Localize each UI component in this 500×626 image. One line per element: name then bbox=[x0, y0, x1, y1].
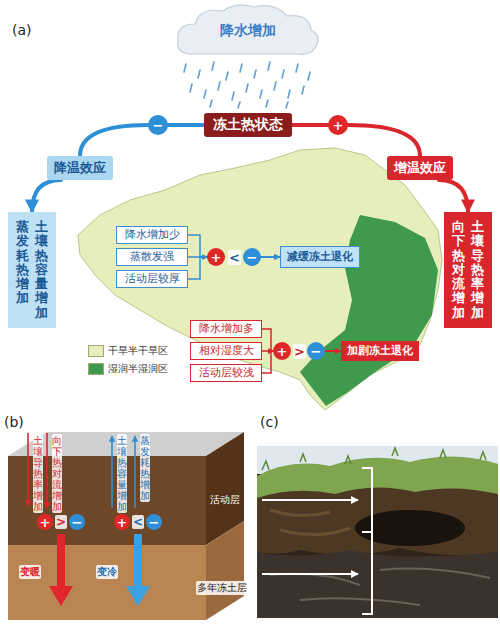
sign-circle: − bbox=[243, 248, 261, 266]
comparison-sign: < bbox=[132, 515, 144, 529]
panel-label: (a) bbox=[12, 22, 32, 38]
node-text: + bbox=[40, 516, 51, 529]
legend-text: 湿润半湿润区 bbox=[108, 362, 168, 376]
legend-row: 湿润半湿润区 bbox=[88, 362, 168, 376]
node-text: 降水增加 bbox=[220, 22, 276, 40]
connector bbox=[80, 125, 148, 156]
sign-circle: + bbox=[328, 115, 348, 135]
factor-box: 相对湿度大 bbox=[190, 342, 262, 360]
sign-circle: − bbox=[146, 514, 162, 530]
process-label: 向下热对流增加 bbox=[52, 434, 62, 513]
sign-circle: + bbox=[273, 342, 291, 360]
vertical-node-text: 土壤导热率增加 bbox=[471, 220, 484, 320]
node-text: 减缓冻土退化 bbox=[287, 250, 353, 264]
heat-arrow bbox=[27, 433, 29, 506]
node-text: 增温效应 bbox=[394, 159, 446, 177]
factor-box: 降水增加少 bbox=[116, 226, 188, 244]
cloud-shape-box: 降水增加 bbox=[173, 2, 323, 60]
node-text: 相对湿度大 bbox=[195, 344, 257, 358]
connector bbox=[325, 350, 341, 352]
layer-label: 活动层 bbox=[210, 493, 240, 507]
process-label: 土壤热容量增加 bbox=[117, 434, 127, 513]
node-text: 蒸散发强 bbox=[121, 250, 183, 264]
legend-text: 干旱半干旱区 bbox=[108, 344, 168, 358]
arid-region bbox=[78, 148, 442, 410]
panel-label: (b) bbox=[4, 414, 24, 430]
plateau-map bbox=[78, 148, 442, 410]
comparison-sign: > bbox=[293, 344, 306, 359]
factor-box: 活动层较浅 bbox=[190, 364, 262, 382]
sign-circle: − bbox=[307, 342, 325, 360]
node-text: − bbox=[153, 119, 164, 132]
factor-box: 蒸散发强 bbox=[116, 248, 188, 266]
connector bbox=[292, 123, 328, 127]
rain-drops bbox=[184, 62, 310, 108]
heat-arrow bbox=[111, 436, 113, 508]
connector bbox=[261, 256, 280, 258]
node-text: − bbox=[247, 251, 258, 264]
cloud-outline-path bbox=[178, 5, 319, 54]
node-text: + bbox=[277, 345, 288, 358]
sign-circle: + bbox=[37, 514, 53, 530]
result-box: 减缓冻土退化 bbox=[280, 246, 360, 268]
node-text: + bbox=[117, 516, 128, 529]
node-text: 冻土热状态 bbox=[213, 116, 283, 134]
trend-label: 变暖 bbox=[19, 565, 41, 579]
connector bbox=[262, 351, 273, 373]
process-box: 蒸发耗热增加土壤热容量增加 bbox=[8, 212, 56, 328]
heat-arrow bbox=[134, 436, 136, 508]
node-text: − bbox=[311, 345, 322, 358]
effect-box: 降温效应 bbox=[47, 156, 113, 180]
state-box: 冻土热状态 bbox=[204, 113, 292, 137]
connector bbox=[439, 180, 468, 212]
effect-box: 增温效应 bbox=[387, 156, 453, 180]
factor-box: 降水增加多 bbox=[190, 320, 262, 338]
node-text: 活动层较浅 bbox=[195, 366, 257, 380]
comparison-sign: < bbox=[228, 250, 241, 265]
legend-swatch bbox=[88, 363, 104, 375]
connector bbox=[188, 235, 207, 257]
node-text: 降水增加少 bbox=[121, 228, 183, 242]
process-box: 向下热对流增加土壤导热率增加 bbox=[444, 212, 492, 328]
comparison-sign: > bbox=[55, 515, 67, 529]
process-label: 蒸发耗热增加 bbox=[140, 434, 150, 502]
factor-box: 活动层较厚 bbox=[116, 270, 188, 288]
node-text: − bbox=[72, 516, 83, 529]
result-box: 加剧冻土退化 bbox=[341, 341, 419, 361]
node-text: − bbox=[149, 516, 160, 529]
vertical-node-text: 向下热对流增加 bbox=[452, 220, 465, 320]
connector bbox=[262, 329, 273, 351]
process-label: 土壤导热率增加 bbox=[33, 434, 43, 513]
sign-circle: − bbox=[69, 514, 85, 530]
layer-label: 多年冻土层 bbox=[196, 581, 248, 595]
sign-circle: + bbox=[207, 248, 225, 266]
vertical-node-text: 蒸发耗热增加 bbox=[16, 220, 29, 306]
vertical-node-text: 土壤热容量增加 bbox=[35, 220, 48, 320]
cooling-arrow bbox=[126, 534, 150, 606]
connector bbox=[188, 257, 207, 279]
sign-circle: + bbox=[114, 514, 130, 530]
node-text: 活动层较厚 bbox=[121, 272, 183, 286]
node-text: 加剧冻土退化 bbox=[347, 344, 413, 358]
permafrost-photo bbox=[257, 446, 498, 618]
connector bbox=[168, 123, 204, 127]
humid-region bbox=[300, 215, 438, 406]
node-text: + bbox=[211, 251, 222, 264]
trend-label: 变冷 bbox=[96, 565, 118, 579]
heat-arrow bbox=[46, 433, 48, 508]
legend-row: 干旱半干旱区 bbox=[88, 344, 168, 358]
sign-circle: − bbox=[148, 115, 168, 135]
warming-arrow bbox=[49, 534, 73, 606]
connector bbox=[32, 180, 61, 212]
node-text: + bbox=[333, 119, 344, 132]
node-text: 降温效应 bbox=[54, 159, 106, 177]
panel-label: (c) bbox=[260, 414, 279, 430]
node-text: 降水增加多 bbox=[195, 322, 257, 336]
legend-swatch bbox=[88, 345, 104, 357]
connector bbox=[348, 125, 420, 156]
